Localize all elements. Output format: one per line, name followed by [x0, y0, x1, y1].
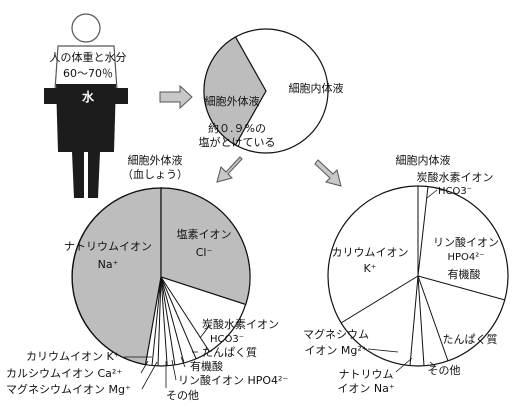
right-pie-other-label: その他 — [428, 364, 461, 377]
top-pie: 細胞外体液 細胞内体液 約０.９%の 塩がとけている — [199, 28, 344, 154]
figure-title: 人の体重と水分 — [50, 50, 127, 64]
left-pie-divider-potassium — [157, 276, 162, 366]
left-pie-divider-phosphate — [160, 276, 176, 365]
left-pie-title-line1: 細胞外体液 — [128, 153, 183, 167]
left-pie-divider-bicarbonate — [160, 276, 210, 352]
left-pie-potassium-label: カリウムイオン K⁺ — [26, 350, 120, 363]
right-pie-title: 細胞内体液 — [396, 153, 451, 167]
right-pie-divider-phosphate — [417, 275, 506, 301]
arrow-down-right-icon — [314, 159, 342, 187]
figure-percent: 60～70％ — [63, 67, 113, 80]
top-pie-note-line1: 約０.９%の — [208, 121, 266, 135]
left-pie-calcium-label: カルシウムイオン Ca²⁺ — [6, 367, 122, 380]
left-pie-divider-protein — [160, 276, 197, 359]
left-pie-chloride-label: 塩素イオン — [177, 227, 232, 241]
arrow-right-icon — [159, 84, 193, 110]
left-pie-sodium-ion: Na⁺ — [98, 258, 119, 271]
right-pie-phosphate-ion: HPO4²⁻ — [447, 252, 484, 263]
left-pie-bicarbonate-leader — [199, 324, 211, 339]
right-pie-other-leader — [429, 361, 437, 368]
right-pie-bicarbonate-leader — [426, 189, 438, 199]
left-pie-other-label: その他 — [166, 389, 199, 402]
left-pie-magnesium-label: マグネシウムイオン Mg⁺ — [6, 382, 131, 396]
left-pie-divider-organic — [160, 276, 185, 364]
left-pie-bicarbonate-ion: HCO3⁻ — [210, 334, 244, 345]
figure-water-label: 水 — [82, 89, 95, 104]
arrow-down-left-icon — [216, 156, 243, 183]
left-pie-divider-calcium — [151, 276, 162, 366]
right-pie-divider-bicarbonate — [417, 186, 429, 277]
left-pie-sodium-slice — [71, 187, 162, 366]
right-pie-potassium-ion: K⁺ — [363, 262, 376, 275]
left-pie-organic-label: 有機酸 — [190, 359, 223, 373]
right-pie-sodium-leader — [395, 357, 413, 373]
right-pie-sodium-label: ナトリウム — [339, 368, 394, 381]
left-pie-title-line2: （血しょう） — [122, 167, 188, 181]
left-pie-protein-label: たんぱく質 — [202, 345, 257, 359]
right-pie-magnesium-ion: イオン Mg²⁺ — [304, 344, 367, 357]
left-pie: 細胞外体液 （血しょう） ナトリウムイオン Na⁺ 塩素イオン Cl⁻ 炭酸水素… — [6, 153, 288, 402]
left-pie-calcium-leader — [140, 360, 149, 374]
right-pie-organic-label: 有機酸 — [448, 267, 481, 281]
left-pie-bicarbonate-label: 炭酸水素イオン — [202, 317, 279, 331]
human-figure: 人の体重と水分 60～70％ 水 — [44, 13, 128, 198]
top-pie-intracellular-label: 細胞内体液 — [289, 81, 344, 95]
left-pie-phosphate-leader — [171, 359, 177, 381]
right-pie: 細胞内体液 炭酸水素イオン HCO3⁻ リン酸イオン HPO4²⁻ 有機酸 カリ… — [303, 153, 509, 395]
right-pie-bicarbonate-ion: HCO3⁻ — [438, 186, 472, 197]
right-pie-phosphate-label: リン酸イオン — [433, 235, 499, 249]
top-pie-extracellular-label: 細胞外体液 — [205, 94, 260, 108]
left-pie-phosphate-label: リン酸イオン HPO4²⁻ — [178, 373, 288, 387]
top-pie-note-line2: 塩がとけている — [199, 135, 276, 149]
right-pie-protein-label: たんぱく質 — [443, 332, 498, 346]
right-pie-potassium-label: カリウムイオン — [332, 246, 409, 259]
right-pie-sodium-ion: イオン Na⁺ — [337, 382, 394, 395]
right-pie-bicarbonate-label: 炭酸水素イオン — [417, 170, 494, 184]
right-pie-divider-protein — [417, 275, 449, 362]
left-pie-chloride-slice — [160, 187, 251, 306]
figure-body — [56, 84, 116, 198]
figure-head — [71, 13, 101, 43]
top-pie-extracellular-slice — [203, 36, 267, 146]
left-pie-sodium-label: ナトリウムイオン — [64, 240, 152, 253]
left-pie-chloride-ion: Cl⁻ — [196, 246, 213, 259]
right-pie-magnesium-leader — [367, 348, 399, 353]
right-pie-divider-sodium — [409, 275, 419, 366]
left-pie-magnesium-leader — [141, 361, 158, 390]
right-pie-magnesium-label: マグネシウム — [303, 327, 369, 341]
left-pie-divider-other — [160, 276, 168, 366]
left-pie-organic-leader — [180, 356, 186, 368]
right-pie-divider-magnesium — [340, 275, 419, 324]
right-pie-divider-other — [417, 275, 425, 366]
